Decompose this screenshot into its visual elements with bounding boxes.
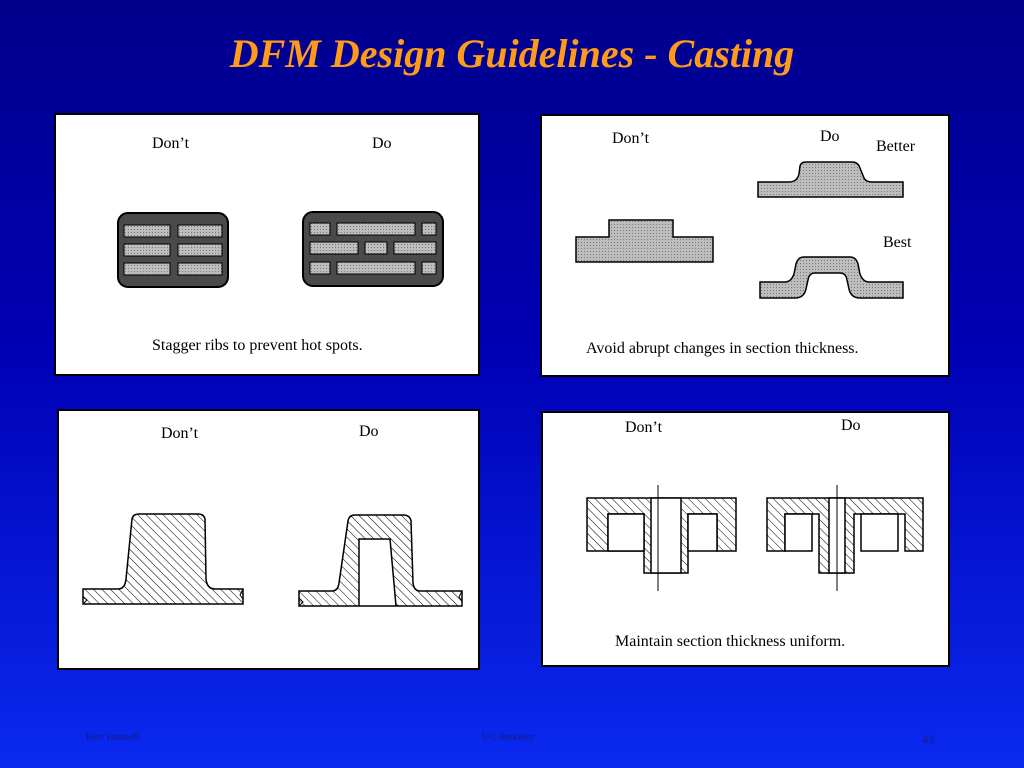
panel-caption: Maintain section thickness uniform. <box>615 633 846 650</box>
do-label: Do <box>820 128 840 145</box>
panel-caption: Avoid abrupt changes in section thicknes… <box>586 340 859 357</box>
do-label: Do <box>841 417 861 434</box>
better-label: Better <box>876 138 916 155</box>
slide-title: DFM Design Guidelines - Casting <box>229 31 795 76</box>
aligned-ribs-shape <box>117 212 229 288</box>
staggered-ribs-shape <box>302 211 444 287</box>
section-thickness-diagram <box>575 161 904 299</box>
tapered-transition-shape <box>757 161 904 198</box>
page-number: 43 <box>922 732 934 746</box>
uniform-thickness-diagram <box>586 485 924 591</box>
panel-caption: Stagger ribs to prevent hot spots. <box>152 337 363 354</box>
abrupt-step-shape <box>575 219 714 263</box>
panel-boss-coring: Don’t Do <box>57 409 480 670</box>
panel-stagger-ribs: Don’t Do Stagger ribs to prevent hot spo… <box>54 113 480 376</box>
uniform-section-shape <box>759 256 904 299</box>
uniform-hub-section <box>766 485 924 591</box>
dont-label: Don’t <box>161 425 199 442</box>
best-label: Best <box>883 234 912 251</box>
footer-institution: UC Berkeley <box>482 732 535 743</box>
dont-label: Don’t <box>152 135 190 152</box>
dont-label: Don’t <box>625 419 663 436</box>
thick-hub-section <box>586 485 737 591</box>
dont-label: Don’t <box>612 130 650 147</box>
stagger-ribs-diagram <box>117 211 444 288</box>
cored-boss-shape <box>298 514 463 607</box>
do-label: Do <box>359 423 379 440</box>
do-label: Do <box>372 135 392 152</box>
footer-author: Ken Youssefi <box>86 732 140 743</box>
boss-coring-diagram <box>82 513 463 607</box>
panel-uniform-thickness: Don’t Do Maintain section thickness unif… <box>541 411 950 667</box>
solid-boss-shape <box>82 513 244 605</box>
panel-section-thickness: Don’t Do Better Best Avoid abrupt change… <box>540 114 950 377</box>
